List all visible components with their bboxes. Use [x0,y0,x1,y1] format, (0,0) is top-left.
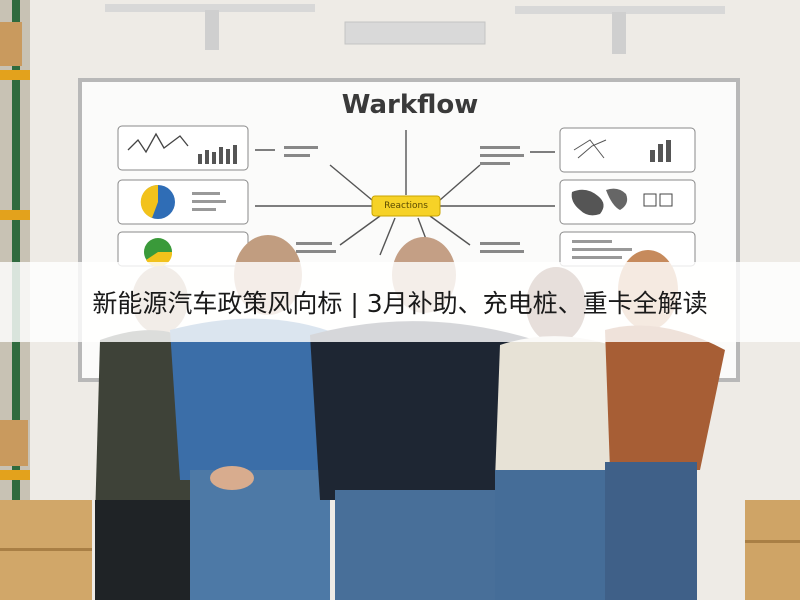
ceiling-light [105,4,315,12]
caption-banner: 新能源汽车政策风向标 | 3月补助、充电桩、重卡全解读 [0,262,800,342]
right-chart-panel [559,127,696,173]
workflow-center-node [371,195,441,217]
ceiling-light [515,6,725,14]
pie-chart-panel [117,179,249,225]
cardboard-box [745,500,800,600]
workflow-center-label: Reactions [384,201,428,211]
whiteboard-title: Warkflow [341,90,479,120]
caption-text: 新能源汽车政策风向标 | 3月补助、充电桩、重卡全解读 [92,289,708,318]
